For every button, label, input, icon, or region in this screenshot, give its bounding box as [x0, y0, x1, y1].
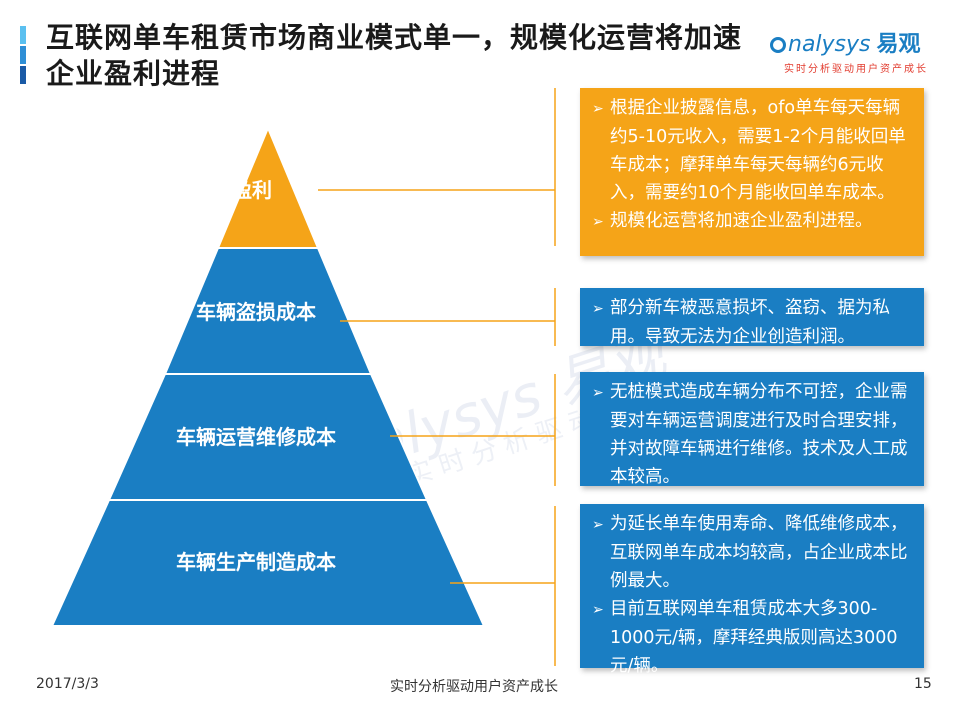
logo-wordmark: nalysys [788, 32, 871, 57]
connector-theft [340, 288, 556, 346]
pyramid-label-operation: 车辆运营维修成本 [176, 425, 336, 449]
pyramid-label-profit: 盈利 [231, 178, 272, 202]
logo-ring-icon [770, 37, 786, 53]
pyramid-level-production [50, 499, 486, 627]
footer-slogan: 实时分析驱动用户资产成长 [390, 679, 558, 695]
connector-production [450, 506, 556, 666]
operation-note-1: 无桩模式造成车辆分布不可控，企业需要对车辆运营调度进行及时合理安排，并对故障车辆… [592, 378, 912, 491]
page-title: 互联网单车租赁市场商业模式单一，规模化运营将加速企业盈利进程 [46, 21, 743, 90]
profit-note-1: 根据企业披露信息，ofo单车每天每辆约5-10元收入，需要1-2个月能收回单车成… [592, 94, 912, 207]
pyramid-label-theft: 车辆盗损成本 [196, 300, 316, 324]
logo-cn: 易观 [876, 32, 921, 57]
operation-notes-box: 无桩模式造成车辆分布不可控，企业需要对车辆运营调度进行及时合理安排，并对故障车辆… [580, 372, 924, 487]
profit-notes-box: 根据企业披露信息，ofo单车每天每辆约5-10元收入，需要1-2个月能收回单车成… [580, 88, 924, 256]
page-number: 15 [914, 676, 932, 692]
logo-tagline: 实时分析驱动用户资产成长 [784, 64, 928, 75]
profit-note-2: 规模化运营将加速企业盈利进程。 [592, 207, 912, 236]
pyramid-label-production: 车辆生产制造成本 [176, 550, 336, 574]
production-note-2: 目前互联网单车租赁成本大多300-1000元/辆，摩拜经典版则高达3000元/辆… [592, 595, 912, 680]
footer-date: 2017/3/3 [36, 676, 99, 692]
production-notes-box: 为延长单车使用寿命、降低维修成本，互联网单车成本均较高，占企业成本比例最大。 目… [580, 504, 924, 676]
connector-profit [318, 88, 556, 246]
production-note-1: 为延长单车使用寿命、降低维修成本，互联网单车成本均较高，占企业成本比例最大。 [592, 510, 912, 595]
theft-note-1: 部分新车被恶意损坏、盗窃、据为私用。导致无法为企业创造利润。 [592, 294, 912, 351]
theft-notes-box: 部分新车被恶意损坏、盗窃、据为私用。导致无法为企业创造利润。 [580, 288, 924, 347]
connector-operation [390, 374, 556, 486]
